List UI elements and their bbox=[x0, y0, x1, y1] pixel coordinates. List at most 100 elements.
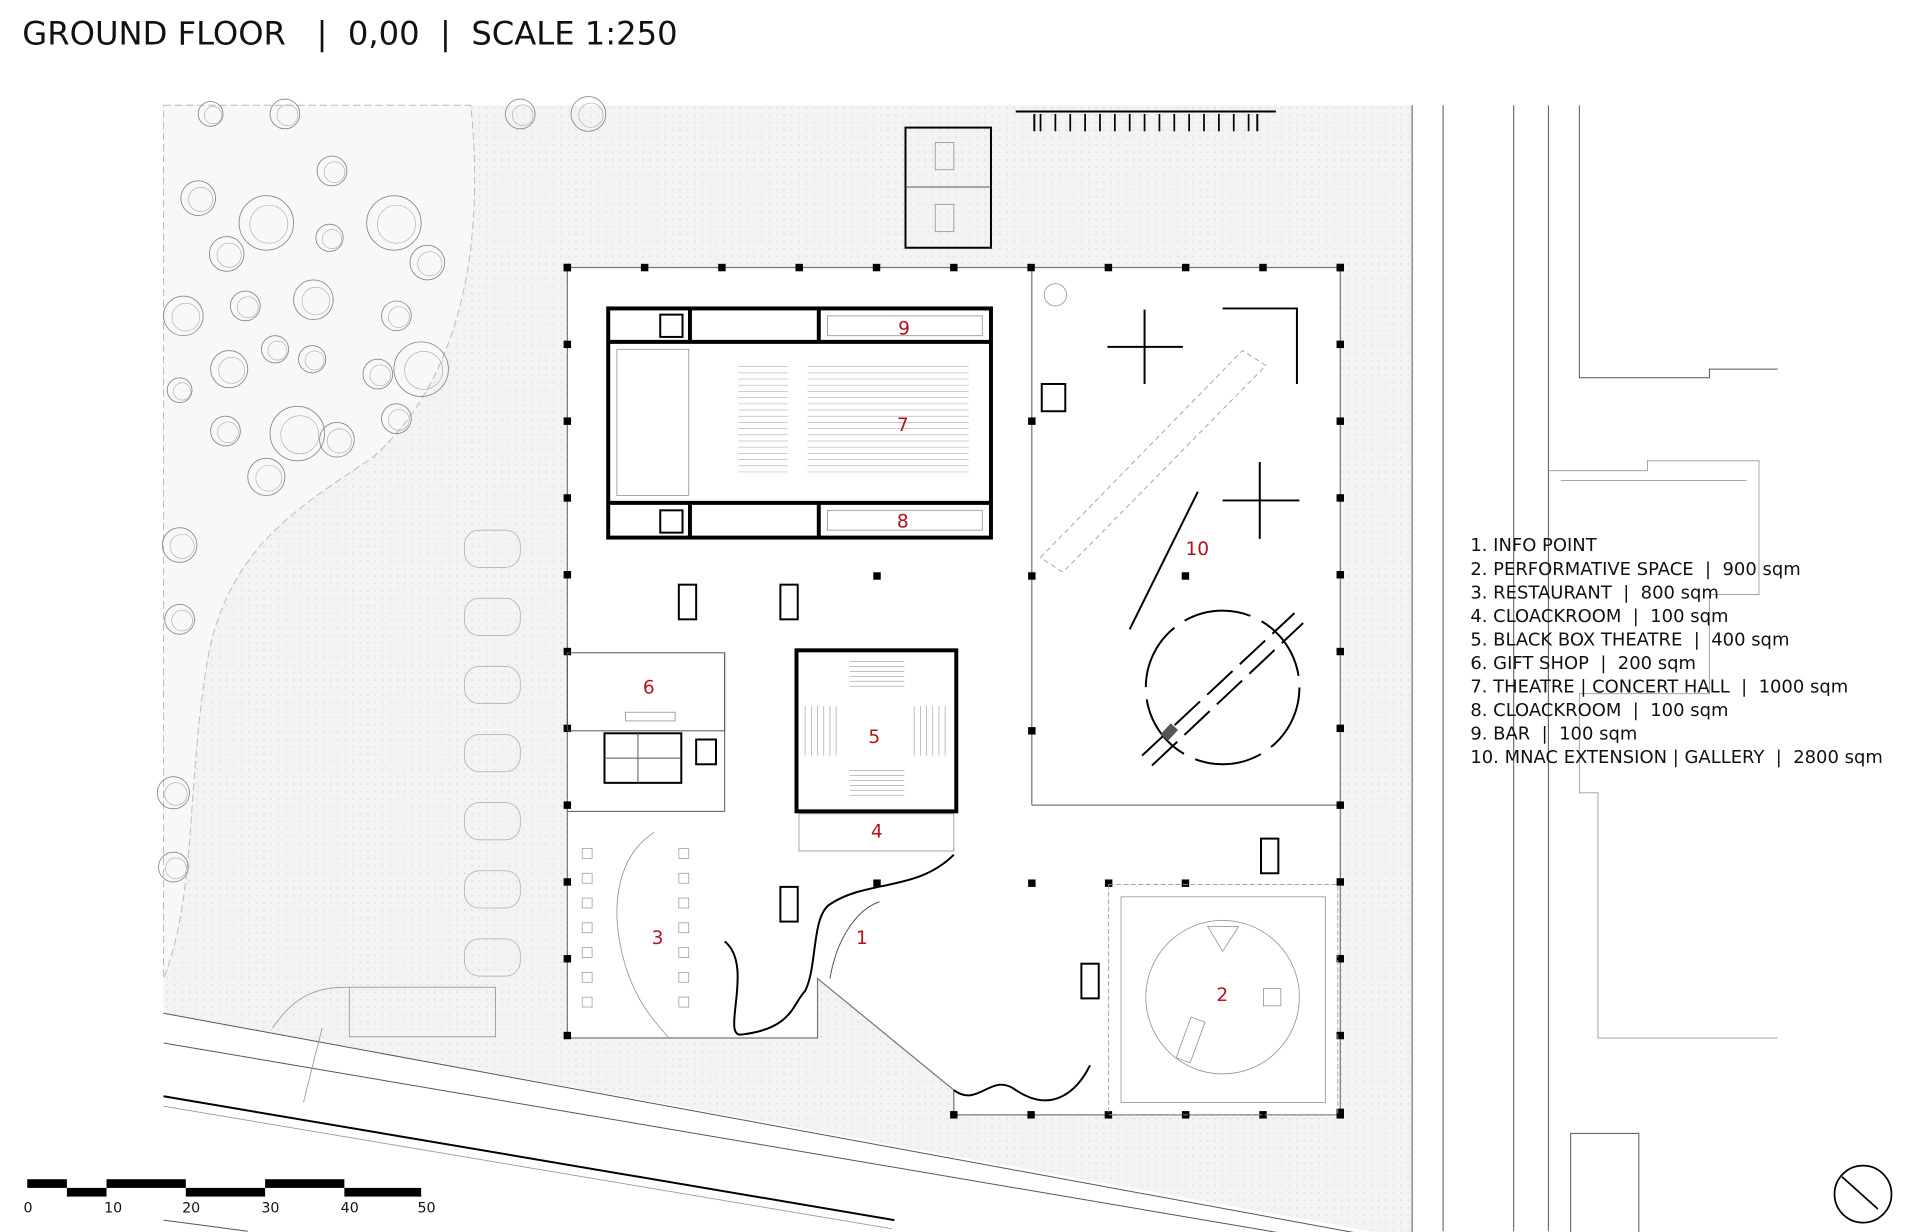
tree-icon bbox=[326, 428, 352, 454]
table bbox=[678, 897, 690, 909]
tree-icon bbox=[218, 357, 245, 384]
tree-icon bbox=[238, 195, 295, 251]
column bbox=[873, 879, 881, 887]
tree-icon bbox=[504, 98, 536, 130]
column bbox=[1104, 263, 1113, 272]
room-2-label: 2 bbox=[1216, 985, 1228, 1006]
tree-icon bbox=[381, 403, 412, 434]
scale-label: 40 bbox=[341, 1201, 359, 1217]
room-7-label: 7 bbox=[897, 415, 909, 436]
column bbox=[563, 1031, 572, 1040]
column bbox=[1336, 263, 1344, 272]
column bbox=[950, 1111, 958, 1119]
column bbox=[1028, 727, 1036, 735]
legend-item: 5. BLACK BOX THEATRE | 400 sqm bbox=[1470, 629, 1789, 650]
building bbox=[464, 110, 1344, 1119]
tree-icon bbox=[255, 464, 283, 492]
north-arrow-icon bbox=[1833, 1164, 1893, 1224]
tree-icon bbox=[164, 604, 195, 635]
tree-icon bbox=[210, 350, 249, 389]
column bbox=[1336, 724, 1344, 733]
room-6-label: 6 bbox=[643, 678, 655, 699]
column bbox=[640, 263, 649, 272]
tree-icon bbox=[269, 405, 325, 462]
legend-item: 7. THEATRE | CONCERT HALL | 1000 sqm bbox=[1470, 676, 1848, 697]
column bbox=[1336, 1031, 1344, 1040]
column bbox=[718, 263, 726, 272]
room-10-label: 10 bbox=[1185, 539, 1209, 560]
legend-item: 9. BAR | 100 sqm bbox=[1470, 723, 1637, 744]
legend-item: 6. GIFT SHOP | 200 sqm bbox=[1470, 653, 1696, 674]
column bbox=[563, 263, 572, 272]
tree-icon bbox=[301, 286, 331, 316]
column bbox=[1181, 879, 1190, 887]
column bbox=[1336, 878, 1344, 886]
column bbox=[1181, 263, 1190, 272]
table bbox=[678, 996, 690, 1008]
tree-icon bbox=[293, 279, 334, 321]
tree-icon bbox=[276, 104, 299, 126]
column bbox=[563, 801, 572, 809]
scale-bar: 0 10 20 30 40 50 bbox=[24, 1179, 436, 1217]
tree-icon bbox=[249, 204, 289, 244]
column bbox=[1028, 879, 1036, 887]
room-labels: 1 2 3 4 5 6 7 8 9 10 bbox=[643, 318, 1228, 1005]
column bbox=[563, 955, 572, 963]
tree-icon bbox=[316, 155, 348, 187]
column bbox=[1336, 801, 1344, 809]
legend-item: 4. CLOACKROOM | 100 sqm bbox=[1470, 606, 1728, 627]
tree-icon bbox=[269, 98, 301, 130]
tree-icon bbox=[216, 242, 242, 268]
column bbox=[1259, 1111, 1267, 1119]
column bbox=[1336, 417, 1344, 425]
tree-icon bbox=[315, 223, 344, 252]
tree-icon bbox=[280, 415, 320, 455]
tree-icon bbox=[171, 609, 193, 632]
column bbox=[873, 572, 881, 580]
column bbox=[1027, 263, 1035, 272]
table-group bbox=[464, 802, 521, 841]
tree-icon bbox=[217, 421, 239, 444]
legend-item: 10. MNAC EXTENSION | GALLERY | 2800 sqm bbox=[1470, 747, 1883, 768]
tree-icon bbox=[188, 186, 214, 212]
table-group bbox=[464, 734, 521, 773]
tree-icon bbox=[388, 409, 410, 431]
table bbox=[581, 996, 593, 1008]
scale-label: 50 bbox=[417, 1201, 435, 1217]
tree-icon bbox=[164, 782, 188, 806]
tree-icon bbox=[247, 457, 286, 496]
tree-icon bbox=[393, 341, 449, 397]
tree-icon bbox=[260, 335, 290, 364]
scale-label: 10 bbox=[104, 1201, 122, 1217]
scale-label: 0 bbox=[24, 1201, 33, 1217]
tree-icon bbox=[388, 306, 410, 328]
tree-icon bbox=[163, 295, 204, 337]
table-group bbox=[464, 870, 521, 909]
tree-icon bbox=[319, 421, 355, 458]
table bbox=[581, 922, 593, 934]
tree-icon bbox=[171, 302, 201, 332]
column bbox=[1028, 417, 1036, 425]
column bbox=[563, 340, 572, 349]
column bbox=[563, 878, 572, 886]
table bbox=[678, 971, 690, 983]
tree-icon bbox=[173, 382, 192, 401]
tree-icon bbox=[570, 96, 607, 132]
column bbox=[1336, 955, 1344, 963]
table-group bbox=[464, 938, 521, 977]
tree-icon bbox=[362, 358, 394, 390]
column bbox=[1336, 647, 1344, 656]
room-4-label: 4 bbox=[871, 821, 883, 842]
column bbox=[950, 263, 958, 272]
room-9-label: 9 bbox=[898, 318, 910, 339]
table bbox=[678, 922, 690, 934]
column bbox=[872, 263, 881, 272]
column bbox=[563, 494, 572, 502]
tree-icon bbox=[210, 415, 241, 447]
column bbox=[1104, 1111, 1113, 1119]
scale-label: 20 bbox=[182, 1201, 200, 1217]
legend-item: 8. CLOACKROOM | 100 sqm bbox=[1470, 700, 1728, 721]
tree-icon bbox=[323, 161, 346, 183]
column bbox=[1181, 572, 1190, 580]
